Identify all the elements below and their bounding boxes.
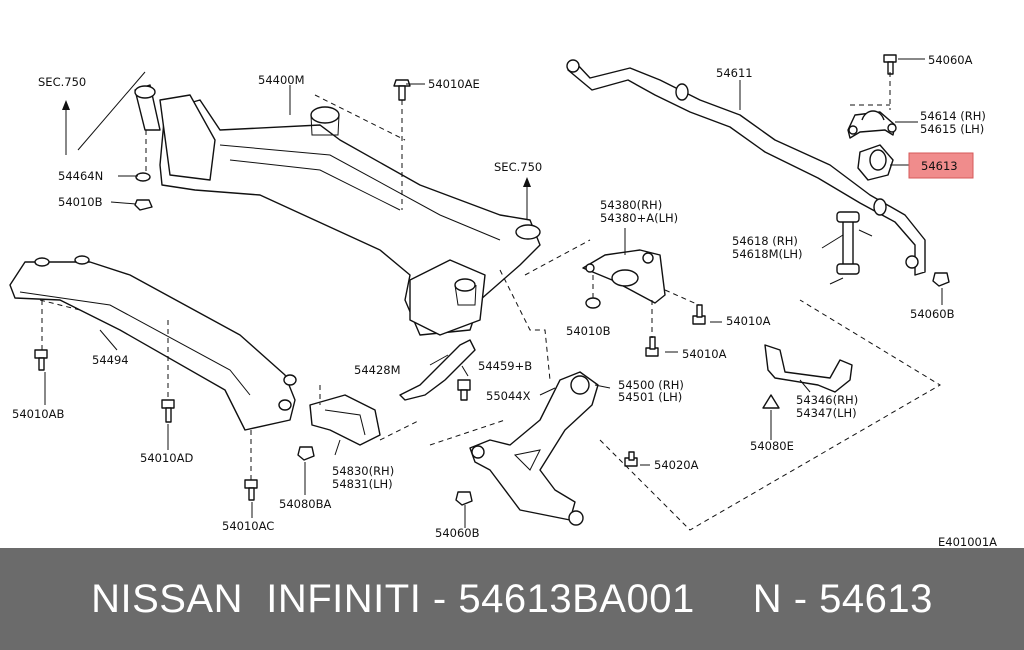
label-54613: 54613 [921, 159, 958, 173]
label-54010AE: 54010AE [428, 77, 480, 91]
washer-54010B-mid [585, 297, 601, 309]
bolt-54010A-1 [692, 304, 706, 325]
nut-54010B-top [134, 199, 153, 211]
bracket-54380 [582, 249, 666, 304]
bolt-54010A-2 [645, 336, 659, 357]
footer-bar: NISSAN INFINITI - 54613BA001 N - 54613 [0, 548, 1024, 650]
label-54830: 54830(RH) [332, 464, 394, 478]
label-54010AC: 54010AC [222, 519, 274, 533]
label-54346: 54346(RH) [796, 393, 858, 407]
label-54618M: 54618M(LH) [732, 247, 803, 261]
label-54501: 54501 (LH) [618, 390, 682, 404]
label-54010A-1: 54010A [726, 314, 771, 328]
bolt-54010AB [34, 349, 48, 371]
stabilizer-link-54618 [829, 211, 873, 285]
label-54614: 54614 (RH) [920, 109, 986, 123]
label-sec750-right: SEC.750 [494, 160, 542, 174]
label-54459B: 54459+B [478, 359, 532, 373]
bolt-54060A [883, 54, 897, 75]
label-54618: 54618 (RH) [732, 234, 798, 248]
cover-54346 [764, 344, 853, 393]
washer-54464N [135, 172, 151, 182]
exploded-parts-diagram: SEC.750 SEC.750 54400M 54010AE 54464N 54… [9, 53, 997, 548]
label-54494: 54494 [92, 353, 129, 367]
label-54080BA: 54080BA [279, 497, 331, 511]
label-54380: 54380(RH) [600, 198, 662, 212]
clamp-54614 [847, 110, 897, 139]
bushing-54613 [857, 144, 894, 181]
label-54060A: 54060A [928, 53, 973, 67]
part-labels: SEC.750 SEC.750 54400M 54010AE 54464N 54… [12, 53, 997, 548]
crossmember-54400M [134, 84, 541, 336]
highlighted-part-box [908, 152, 974, 179]
bolt-54459B [457, 379, 471, 401]
label-54380A: 54380+A(LH) [600, 211, 678, 225]
label-54010B-top: 54010B [58, 195, 103, 209]
bolt-54010AE [393, 79, 411, 101]
label-54060B-right: 54060B [910, 307, 955, 321]
bolt-54010AD [161, 399, 175, 423]
link-54428M [399, 339, 476, 401]
label-54020A: 54020A [654, 458, 699, 472]
label-54010B-mid: 54010B [566, 324, 611, 338]
section-arrows [62, 71, 531, 220]
label-54010AD: 54010AD [140, 451, 193, 465]
guide-lines [39, 72, 941, 531]
stabilizer-bar-54611 [566, 59, 926, 276]
label-54428M: 54428M [354, 363, 401, 377]
fasteners [34, 54, 950, 506]
footer-part-numbers: NISSAN INFINITI - 54613BA001 N - 54613 [91, 576, 933, 621]
nut-54060B-bottom [455, 491, 473, 506]
bracket-54830 [309, 394, 381, 446]
bolt-54020A [624, 451, 638, 467]
leader-lines [44, 58, 943, 528]
label-54464N: 54464N [58, 169, 103, 183]
label-55044X: 55044X [486, 389, 531, 403]
label-sec750-left: SEC.750 [38, 75, 86, 89]
label-54010AB: 54010AB [12, 407, 64, 421]
clip-54080E [762, 394, 780, 409]
lower-member-54494 [9, 255, 297, 431]
label-54500: 54500 (RH) [618, 378, 684, 392]
label-54080E: 54080E [750, 439, 794, 453]
diagram-code: E401001A [938, 535, 997, 548]
lower-arm-54500 [469, 371, 599, 526]
nut-54080BA [297, 446, 315, 461]
label-54611: 54611 [716, 66, 753, 80]
bolt-54010AC [244, 479, 258, 501]
nut-54060B-right [932, 272, 950, 287]
label-54010A-2: 54010A [682, 347, 727, 361]
label-54400M: 54400M [258, 73, 305, 87]
label-54347: 54347(LH) [796, 406, 857, 420]
label-54831: 54831(LH) [332, 477, 393, 491]
label-54615: 54615 (LH) [920, 122, 984, 136]
label-54060B-bottom: 54060B [435, 526, 480, 540]
